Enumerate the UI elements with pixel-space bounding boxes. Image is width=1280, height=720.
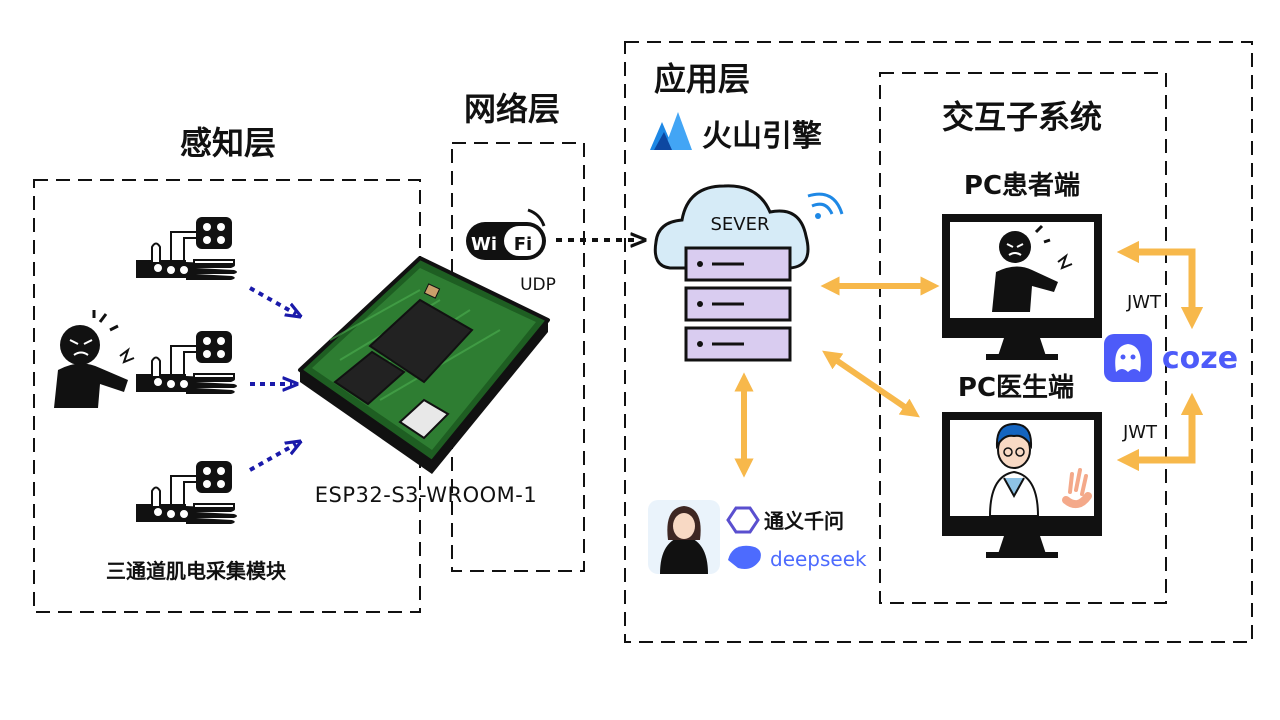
udp-label: UDP bbox=[520, 275, 556, 295]
jwt-arrows bbox=[1116, 240, 1204, 472]
server-label: SEVER bbox=[711, 214, 770, 235]
volcano-logo-icon bbox=[650, 112, 692, 150]
cloud-server-icon bbox=[653, 184, 844, 362]
chip-label: ESP32-S3-WROOM-1 bbox=[315, 483, 537, 507]
patient-pain-icon bbox=[54, 310, 135, 408]
deepseek-model-label: deepseek bbox=[770, 547, 867, 571]
server-doctor-arrow bbox=[822, 350, 920, 418]
emg-module-caption: 三通道肌电采集模块 bbox=[106, 559, 287, 583]
qwen-model-label: 通义千问 bbox=[764, 509, 844, 533]
avatar-icon bbox=[648, 500, 720, 574]
svg-text:Wi: Wi bbox=[471, 234, 497, 255]
application-layer-title: 应用层 bbox=[654, 60, 750, 98]
doctor-client-label: PC医生端 bbox=[958, 373, 1074, 403]
volcano-engine-brand: 火山引擎 bbox=[702, 119, 822, 154]
interaction-subsystem-title: 交互子系统 bbox=[942, 98, 1102, 136]
network-layer-title: 网络层 bbox=[464, 90, 560, 128]
esp32-chip-icon bbox=[298, 256, 550, 474]
perception-layer-title: 感知层 bbox=[180, 124, 276, 162]
qwen-logo-icon bbox=[726, 506, 760, 534]
deepseek-logo-icon bbox=[728, 545, 761, 569]
svg-text:Fi: Fi bbox=[514, 234, 532, 255]
jwt-label-top: JWT bbox=[1126, 292, 1162, 313]
coze-label: coze bbox=[1162, 341, 1238, 376]
emg-sensor-icon bbox=[135, 216, 238, 525]
jwt-label-bottom: JWT bbox=[1122, 422, 1158, 443]
application-layer-box bbox=[624, 41, 1253, 643]
patient-pain-icon bbox=[992, 224, 1073, 312]
wifi-icon: Wi Fi bbox=[466, 208, 546, 260]
interaction-subsystem-box bbox=[879, 72, 1167, 604]
sensor-to-chip-arrows bbox=[249, 286, 296, 472]
patient-client-label: PC患者端 bbox=[964, 171, 1080, 201]
doctor-icon bbox=[988, 422, 1092, 517]
coze-logo-icon bbox=[1104, 334, 1152, 382]
